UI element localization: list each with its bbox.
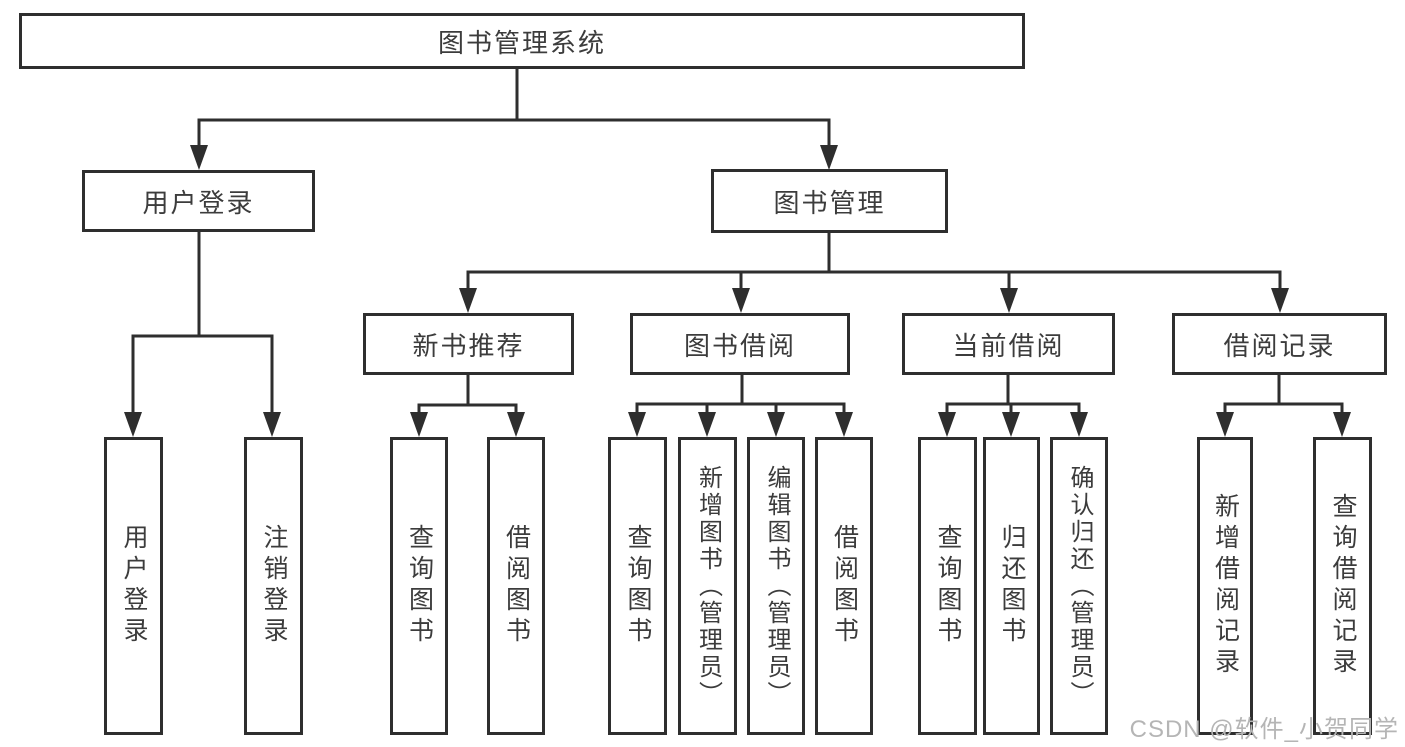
leaf-borrow-books-1: 借阅图书 xyxy=(487,437,545,735)
leaf-add-books-admin-label: 新增图书（管理员） xyxy=(694,464,722,708)
node-book-borrow-label: 图书借阅 xyxy=(683,330,796,361)
node-book-borrow: 图书借阅 xyxy=(630,313,850,375)
leaf-query-books-1-label: 查询图书 xyxy=(405,524,434,648)
leaf-add-books-admin: 新增图书（管理员） xyxy=(678,437,737,735)
leaf-borrow-books-1-label: 借阅图书 xyxy=(502,524,531,648)
leaf-user-login-label: 用户登录 xyxy=(120,524,148,648)
leaf-add-borrow-record: 新增借阅记录 xyxy=(1197,437,1253,735)
leaf-query-borrow-record-label: 查询借阅记录 xyxy=(1329,493,1357,679)
leaf-return-books-label: 归还图书 xyxy=(998,524,1026,648)
leaf-query-borrow-record: 查询借阅记录 xyxy=(1313,437,1372,735)
leaf-edit-books-admin-label: 编辑图书（管理员） xyxy=(763,464,790,708)
node-borrow-records-label: 借阅记录 xyxy=(1223,330,1336,361)
leaf-borrow-books-2-label: 借阅图书 xyxy=(830,524,859,648)
leaf-query-books-3: 查询图书 xyxy=(918,437,977,735)
leaf-logout: 注销登录 xyxy=(244,437,303,735)
leaf-borrow-books-2: 借阅图书 xyxy=(815,437,873,735)
arrowheads xyxy=(124,145,1351,437)
leaf-query-books-2-label: 查询图书 xyxy=(624,524,652,648)
leaf-edit-books-admin: 编辑图书（管理员） xyxy=(747,437,805,735)
leaf-query-books-3-label: 查询图书 xyxy=(934,524,962,648)
node-library-system-label: 图书管理系统 xyxy=(437,27,606,58)
node-new-book-recommend: 新书推荐 xyxy=(363,313,574,375)
leaf-confirm-return-admin-label: 确认归还（管理员） xyxy=(1066,464,1093,708)
node-current-borrow-label: 当前借阅 xyxy=(952,330,1065,361)
node-user-login-label: 用户登录 xyxy=(142,187,255,218)
node-book-management: 图书管理 xyxy=(711,169,948,233)
node-new-book-recommend-label: 新书推荐 xyxy=(412,330,525,361)
leaf-logout-label: 注销登录 xyxy=(260,524,288,648)
leaf-return-books: 归还图书 xyxy=(983,437,1040,735)
node-user-login: 用户登录 xyxy=(82,170,315,232)
node-library-system: 图书管理系统 xyxy=(19,13,1025,69)
node-borrow-records: 借阅记录 xyxy=(1172,313,1387,375)
leaf-query-books-1: 查询图书 xyxy=(390,437,448,735)
node-current-borrow: 当前借阅 xyxy=(902,313,1115,375)
leaf-confirm-return-admin: 确认归还（管理员） xyxy=(1050,437,1108,735)
watermark: CSDN @软件_小贺同学 xyxy=(1129,716,1399,743)
leaf-user-login: 用户登录 xyxy=(104,437,163,735)
node-book-management-label: 图书管理 xyxy=(773,187,886,218)
leaf-add-borrow-record-label: 新增借阅记录 xyxy=(1211,493,1240,679)
leaf-query-books-2: 查询图书 xyxy=(608,437,667,735)
